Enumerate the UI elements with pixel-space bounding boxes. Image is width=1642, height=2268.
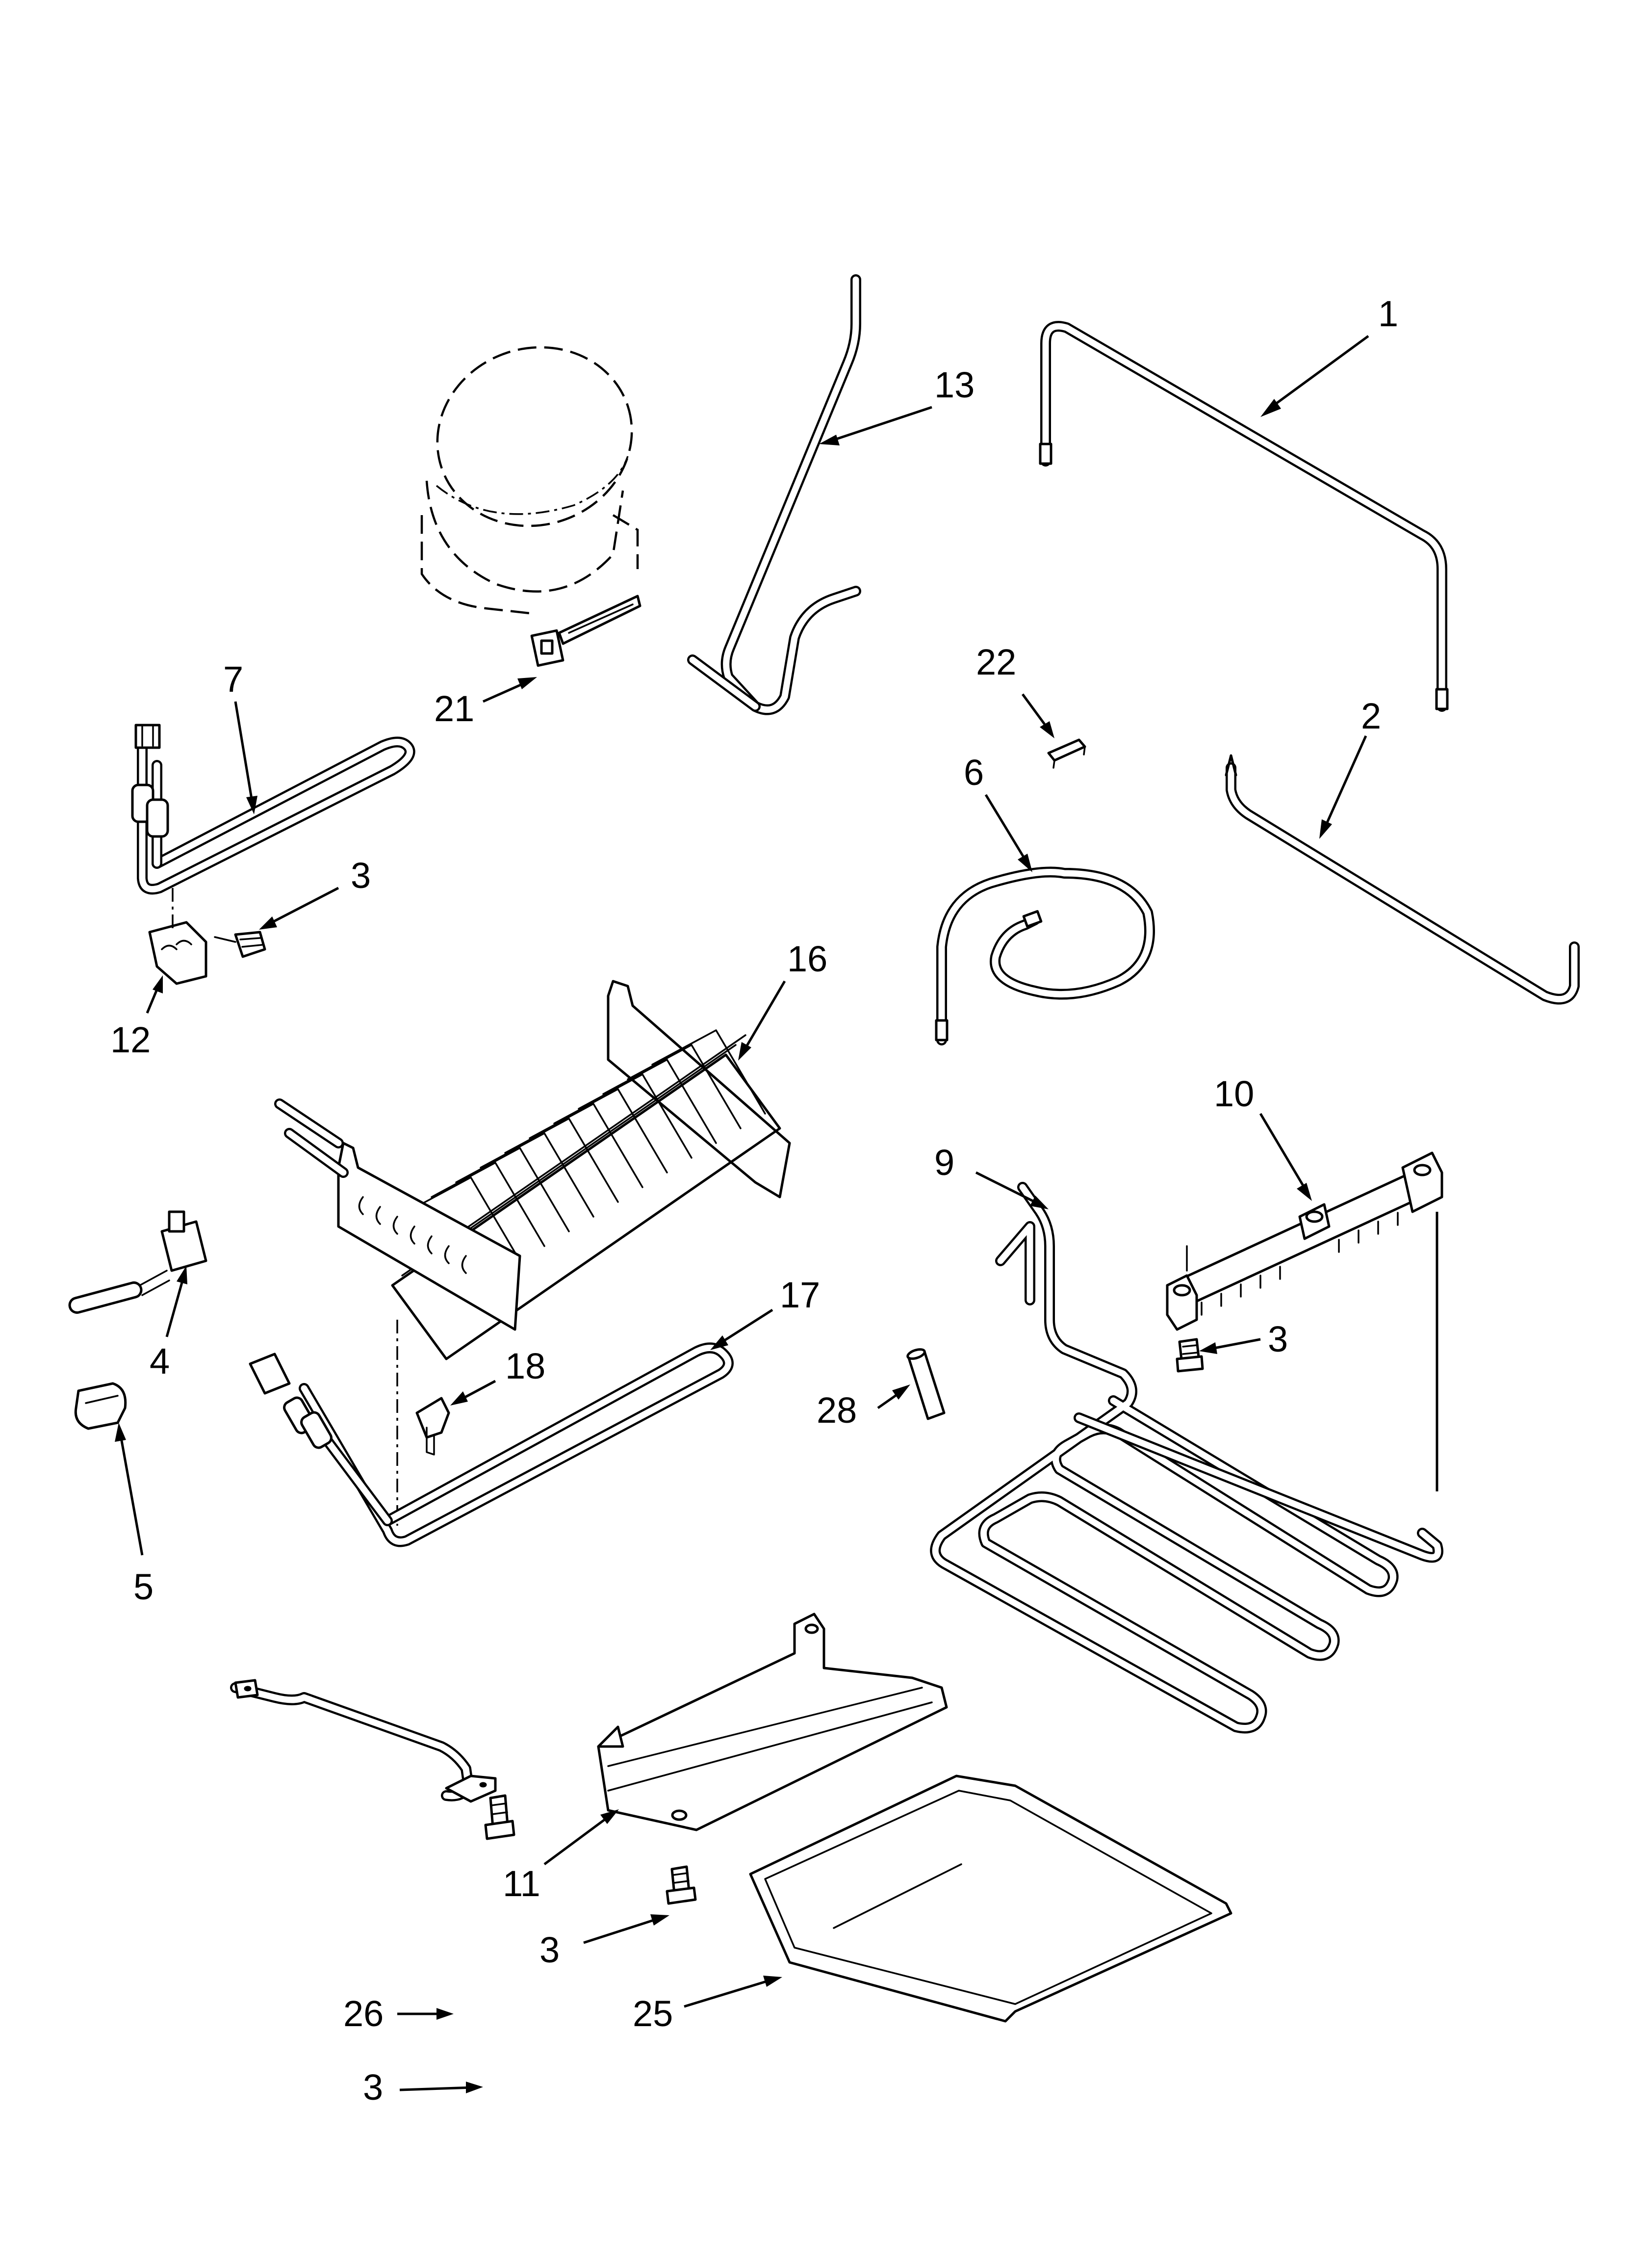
callout-5: 5 <box>133 1566 154 1607</box>
part-3-screw-b <box>1176 1338 1204 1373</box>
part-28-tube-piece <box>906 1348 946 1420</box>
part-3-screw-a <box>214 931 266 958</box>
callout-2: 2 <box>1361 696 1381 736</box>
part-1-tube <box>1039 321 1449 712</box>
callout-25: 25 <box>633 1993 673 2034</box>
callout-21: 21 <box>434 688 474 729</box>
callout-6: 6 <box>964 752 984 793</box>
callout-12: 12 <box>110 1019 151 1060</box>
part-3-screw-d <box>484 1794 515 1840</box>
part-13-tube <box>687 274 861 715</box>
part-7-heater <box>131 724 415 895</box>
part-16-evaporator <box>274 980 791 1526</box>
callout-18: 18 <box>505 1346 545 1386</box>
part-2-tube <box>1225 754 1580 1005</box>
part-9-coil <box>930 1182 1443 1734</box>
callout-10: 10 <box>1214 1073 1254 1114</box>
part-17-heater <box>249 1342 734 1547</box>
callout-3-c: 3 <box>539 1929 560 1970</box>
part-18-clip <box>415 1397 450 1456</box>
callout-26: 26 <box>343 1993 384 2034</box>
part-4-thermistor <box>68 1210 207 1314</box>
callout-17: 17 <box>780 1275 820 1315</box>
callout-1: 1 <box>1378 293 1398 334</box>
part-26-wire <box>230 1679 497 1803</box>
callout-3-b: 3 <box>1268 1319 1288 1359</box>
part-21-cable-tie <box>530 595 641 667</box>
compressor-outline <box>420 346 639 615</box>
callout-4: 4 <box>150 1341 170 1382</box>
part-22-clip <box>1047 738 1086 769</box>
part-3-screw-c <box>666 1865 697 1905</box>
callout-22: 22 <box>976 642 1016 682</box>
leader-lines <box>115 335 1369 2093</box>
callout-11: 11 <box>503 1863 540 1904</box>
callout-7: 7 <box>223 659 243 700</box>
part-10-bracket <box>1166 1151 1443 1491</box>
callout-3-a: 3 <box>351 855 371 896</box>
callout-13: 13 <box>934 365 975 405</box>
callout-16: 16 <box>787 938 827 979</box>
callout-labels: 1 2 3 3 3 3 4 5 6 7 9 10 11 12 13 16 17 … <box>110 293 1398 2108</box>
callout-28: 28 <box>817 1390 857 1431</box>
part-6-coiled-tube <box>935 866 1155 1045</box>
callout-3-d: 3 <box>363 2067 383 2108</box>
part-25-drain-pan <box>749 1774 1232 2023</box>
part-11-pan-bracket <box>597 1613 948 1831</box>
part-12-bracket <box>148 888 207 985</box>
part-5-clip <box>74 1382 127 1430</box>
callout-9: 9 <box>934 1142 954 1183</box>
